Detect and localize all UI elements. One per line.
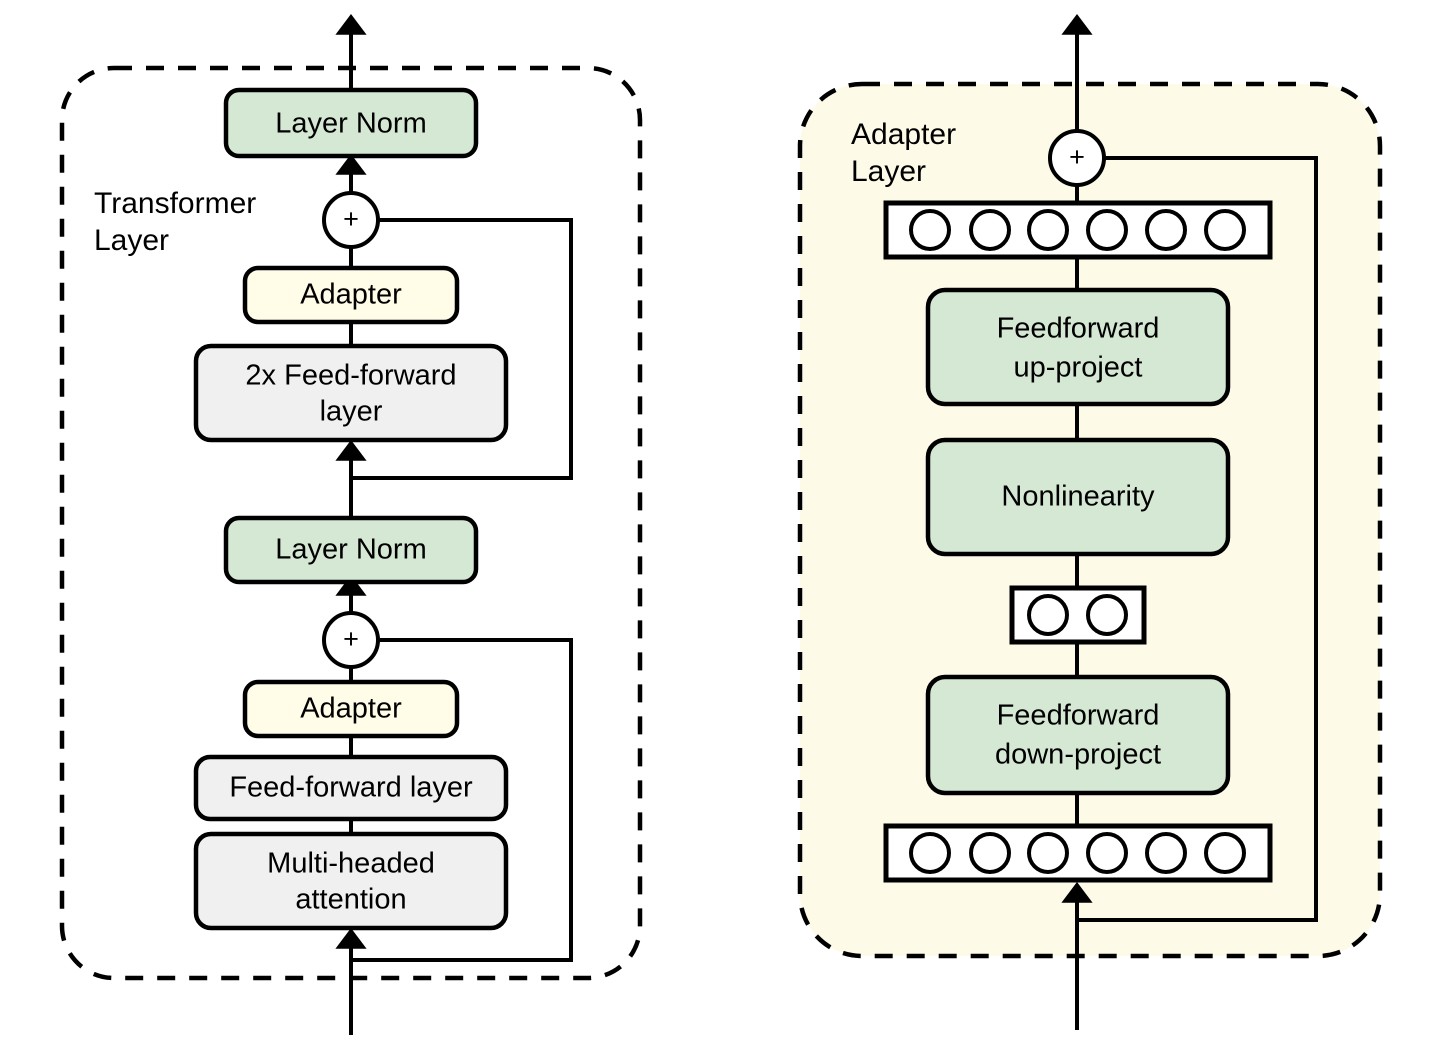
- block-multi-headed-attention-line1: Multi-headed: [267, 848, 435, 880]
- block-multi-headed-attention-line2: attention: [295, 884, 406, 916]
- unit-circle: [909, 832, 951, 874]
- block-adapter-bottom-label: Adapter: [300, 693, 402, 725]
- transformer-layer-panel: Transformer Layer: [59, 14, 643, 1035]
- block-feedforward-up-project[interactable]: Feedforward up-project: [925, 287, 1231, 407]
- block-feed-forward-2x[interactable]: 2x Feed-forward layer: [193, 343, 509, 443]
- unit-circle: [1086, 832, 1128, 874]
- adder-top-symbol: +: [343, 204, 359, 234]
- units-row-top[interactable]: [883, 200, 1273, 260]
- unit-circle: [969, 209, 1011, 251]
- block-multi-headed-attention[interactable]: Multi-headed attention: [193, 831, 509, 931]
- adder-adapter[interactable]: +: [1048, 129, 1106, 187]
- block-adapter-top-label: Adapter: [300, 279, 402, 311]
- adder-bottom-symbol: +: [343, 624, 359, 654]
- unit-circle: [1086, 594, 1128, 636]
- block-adapter-top[interactable]: Adapter: [242, 265, 460, 325]
- unit-circle: [909, 209, 951, 251]
- block-layer-norm-bottom-label: Layer Norm: [275, 534, 427, 566]
- adapter-layer-label-line2: Layer: [851, 155, 926, 188]
- block-feed-forward-layer[interactable]: Feed-forward layer: [193, 754, 509, 822]
- residual-skip-bottom: [351, 638, 573, 962]
- unit-circle: [1027, 832, 1069, 874]
- block-layer-norm-bottom[interactable]: Layer Norm: [223, 515, 479, 585]
- units-row-bottleneck[interactable]: [1009, 585, 1147, 645]
- adapter-layer-panel: Adapter Layer: [797, 14, 1383, 1030]
- block-layer-norm-top[interactable]: Layer Norm: [223, 87, 479, 159]
- adder-top[interactable]: +: [322, 191, 380, 249]
- residual-skip-top: [351, 218, 573, 480]
- block-feedforward-down-project[interactable]: Feedforward down-project: [925, 674, 1231, 796]
- block-feed-forward-layer-label: Feed-forward layer: [229, 772, 473, 804]
- block-feedforward-up-project-line2: up-project: [1014, 352, 1143, 384]
- block-feed-forward-2x-line2: layer: [320, 396, 383, 428]
- unit-circle: [1204, 832, 1246, 874]
- block-nonlinearity[interactable]: Nonlinearity: [925, 437, 1231, 557]
- unit-circle: [1027, 594, 1069, 636]
- units-row-bottom[interactable]: [883, 823, 1273, 883]
- block-adapter-bottom[interactable]: Adapter: [242, 679, 460, 739]
- adapter-layer-label-line1: Adapter: [851, 118, 956, 151]
- unit-circle: [1027, 209, 1069, 251]
- unit-circle: [1145, 832, 1187, 874]
- transformer-layer-label-line2: Layer: [94, 224, 169, 257]
- block-feedforward-down-project-line1: Feedforward: [997, 700, 1160, 732]
- block-feedforward-up-project-line1: Feedforward: [997, 313, 1160, 345]
- unit-circle: [1204, 209, 1246, 251]
- unit-circle: [1086, 209, 1128, 251]
- adder-bottom[interactable]: +: [322, 611, 380, 669]
- unit-circle: [1145, 209, 1187, 251]
- unit-circle: [969, 832, 1011, 874]
- block-layer-norm-top-label: Layer Norm: [275, 108, 427, 140]
- adder-adapter-symbol: +: [1069, 142, 1085, 172]
- residual-skip-adapter: [1077, 156, 1318, 922]
- block-feedforward-down-project-line2: down-project: [995, 739, 1161, 771]
- transformer-layer-label-line1: Transformer: [94, 187, 256, 220]
- block-feed-forward-2x-line1: 2x Feed-forward: [245, 360, 456, 392]
- block-nonlinearity-label: Nonlinearity: [1001, 481, 1155, 513]
